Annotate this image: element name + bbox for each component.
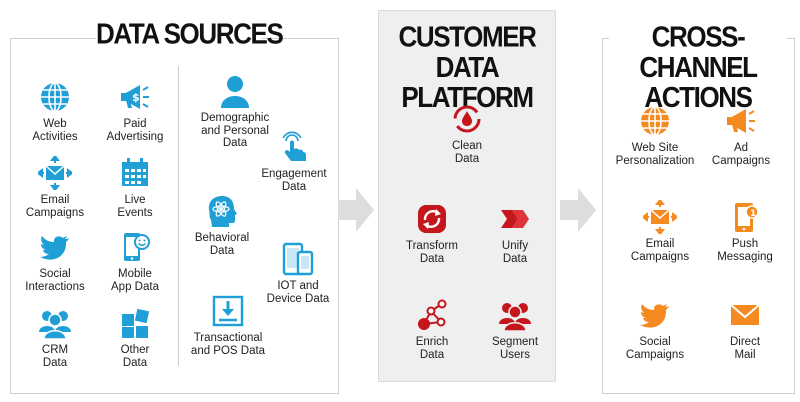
droplet-cycle-icon (453, 105, 481, 133)
source-paid-advertising: $ Paid Advertising (80, 80, 190, 143)
action-label: Ad Campaigns (711, 142, 771, 167)
source-mobile-app-data: Mobile App Data (80, 230, 190, 293)
tap-hand-icon (282, 131, 306, 161)
sources-divider (178, 66, 179, 366)
cdp-enrich-data: Enrich Data (377, 298, 487, 361)
register-icon (212, 295, 244, 327)
devices-icon (282, 242, 314, 276)
action-push-messaging: 1 Push Messaging (690, 200, 800, 263)
source-label: Email Campaigns (25, 194, 85, 219)
svg-text:$: $ (132, 91, 140, 104)
cdp-label: Clean Data (451, 140, 483, 165)
svg-text:1: 1 (750, 209, 756, 219)
blocks-icon (122, 308, 150, 338)
flow-arrow-right-icon (560, 188, 596, 232)
source-demographic-data: Demographic and Personal Data (180, 74, 290, 150)
source-label: Mobile App Data (111, 268, 159, 293)
source-behavioral-data: Behavioral Data (167, 194, 277, 257)
source-label: CRM Data (41, 344, 69, 369)
action-ad-campaigns: Ad Campaigns (686, 104, 796, 167)
source-label: Web Activities (32, 118, 78, 143)
action-label: Push Messaging (717, 238, 773, 263)
action-label: Email Campaigns (630, 238, 690, 263)
flow-arrow-right-icon (338, 188, 374, 232)
globe-icon (41, 82, 69, 112)
transform-icon (418, 205, 446, 233)
megaphone-icon (727, 109, 755, 133)
users-icon (499, 303, 531, 332)
phone-notification-icon: 1 (735, 203, 759, 232)
source-engagement-data: Engagement Data (239, 130, 349, 193)
source-email-campaigns: Email Campaigns (0, 156, 110, 219)
source-label: Engagement Data (261, 168, 327, 193)
cross-channel-actions-title: CROSS-CHANNEL ACTIONS (609, 21, 787, 113)
data-sources-title: DATA SOURCES (96, 16, 284, 51)
cdp-unify-data: Unify Data (460, 202, 570, 265)
source-web-activities: Web Activities (0, 80, 110, 143)
twitter-bird-icon (40, 236, 69, 260)
source-transactional-pos-data: Transactional and POS Data (173, 294, 283, 357)
network-icon (418, 299, 447, 330)
source-live-events: Live Events (80, 156, 190, 219)
action-web-site-personalization: Web Site Personalization (600, 104, 710, 167)
cdp-label: Segment Users (491, 336, 539, 361)
action-label: Web Site Personalization (615, 142, 695, 167)
source-social-interactions: Social Interactions (0, 230, 110, 293)
mail-envelope-icon (730, 304, 760, 325)
cdp-label: Unify Data (501, 240, 529, 265)
source-other-data: Other Data (80, 306, 190, 369)
cdp-clean-data: Clean Data (412, 102, 522, 165)
source-label: Live Events (117, 194, 153, 219)
customer-data-platform-title: CUSTOMER DATA PLATFORM (398, 19, 537, 114)
source-iot-device-data: IOT and Device Data (243, 242, 353, 305)
source-label: Paid Advertising (106, 118, 164, 143)
action-social-campaigns: Social Campaigns (600, 298, 710, 361)
person-icon (221, 76, 249, 108)
calendar-icon (122, 158, 148, 186)
cdp-transform-data: Transform Data (377, 202, 487, 265)
action-email-campaigns: Email Campaigns (605, 200, 715, 263)
source-label: IOT and Device Data (266, 280, 330, 305)
envelope-icon (38, 156, 72, 190)
cdp-segment-users: Segment Users (460, 298, 570, 361)
head-brain-icon (208, 196, 237, 227)
action-label: Social Campaigns (625, 336, 685, 361)
source-crm-data: CRM Data (0, 306, 110, 369)
phone-smile-icon (124, 233, 150, 261)
source-label: Other Data (120, 344, 150, 369)
globe-icon (641, 106, 669, 136)
twitter-bird-icon (640, 304, 669, 328)
unify-icon (501, 210, 529, 228)
action-direct-mail: Direct Mail (690, 298, 800, 361)
envelope-icon (643, 200, 677, 234)
people-group-icon (39, 311, 71, 340)
source-label: Social Interactions (25, 268, 85, 293)
cdp-label: Enrich Data (415, 336, 449, 361)
megaphone-dollar-icon: $ (121, 85, 149, 109)
source-label: Behavioral Data (194, 232, 250, 257)
cdp-label: Transform Data (406, 240, 458, 265)
source-label: Demographic and Personal Data (200, 112, 270, 149)
action-label: Direct Mail (729, 336, 761, 361)
source-label: Transactional and POS Data (190, 332, 266, 357)
